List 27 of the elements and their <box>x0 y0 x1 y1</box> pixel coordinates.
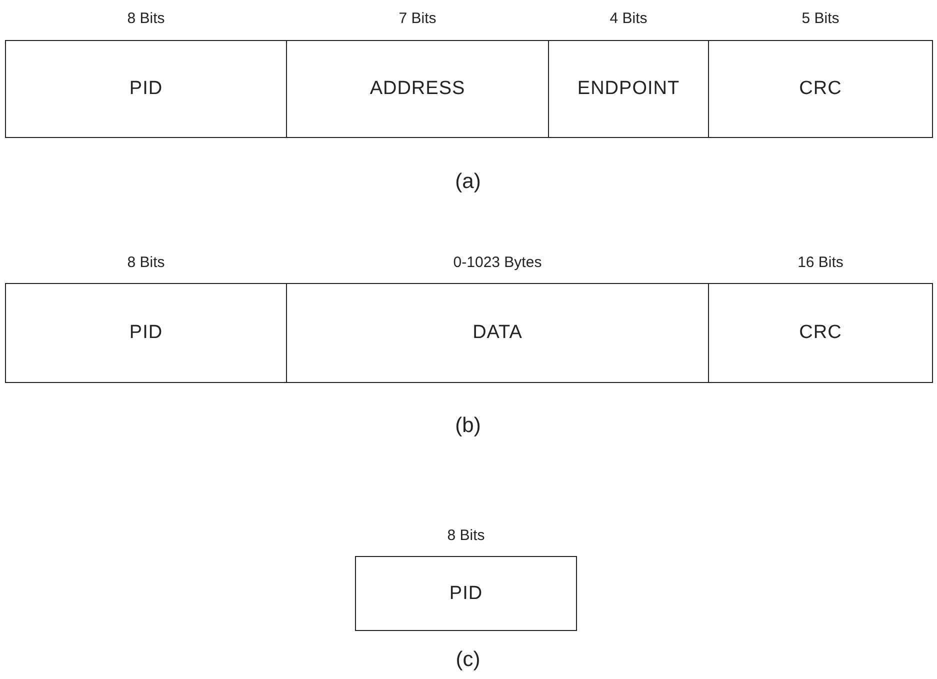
packet-field <box>286 283 709 383</box>
packet-field <box>708 283 933 383</box>
packet-field <box>708 40 933 138</box>
field-size-label: 8 Bits <box>127 10 165 27</box>
field-size-label: 8 Bits <box>127 254 165 271</box>
figure-caption: (b) <box>455 414 481 438</box>
field-name: PID <box>129 78 163 100</box>
field-size-label: 0-1023 Bytes <box>453 254 542 271</box>
packet-field <box>286 40 549 138</box>
packet-field <box>548 40 709 138</box>
field-name: PID <box>129 322 163 344</box>
field-name: CRC <box>799 78 842 100</box>
figure-caption: (a) <box>455 170 481 194</box>
field-name: DATA <box>472 322 522 344</box>
field-size-label: 7 Bits <box>398 10 436 27</box>
field-name: PID <box>449 582 483 604</box>
field-size-label: 8 Bits <box>447 527 485 544</box>
packet-field <box>5 40 287 138</box>
packet-field <box>5 283 287 383</box>
field-size-label: 4 Bits <box>610 10 648 27</box>
field-name: ADDRESS <box>370 78 466 100</box>
figure-caption: (c) <box>456 648 480 672</box>
packet-field <box>355 556 577 631</box>
field-size-label: 5 Bits <box>802 10 840 27</box>
field-name: CRC <box>799 322 842 344</box>
field-name: ENDPOINT <box>577 78 680 100</box>
field-size-label: 16 Bits <box>798 254 844 271</box>
